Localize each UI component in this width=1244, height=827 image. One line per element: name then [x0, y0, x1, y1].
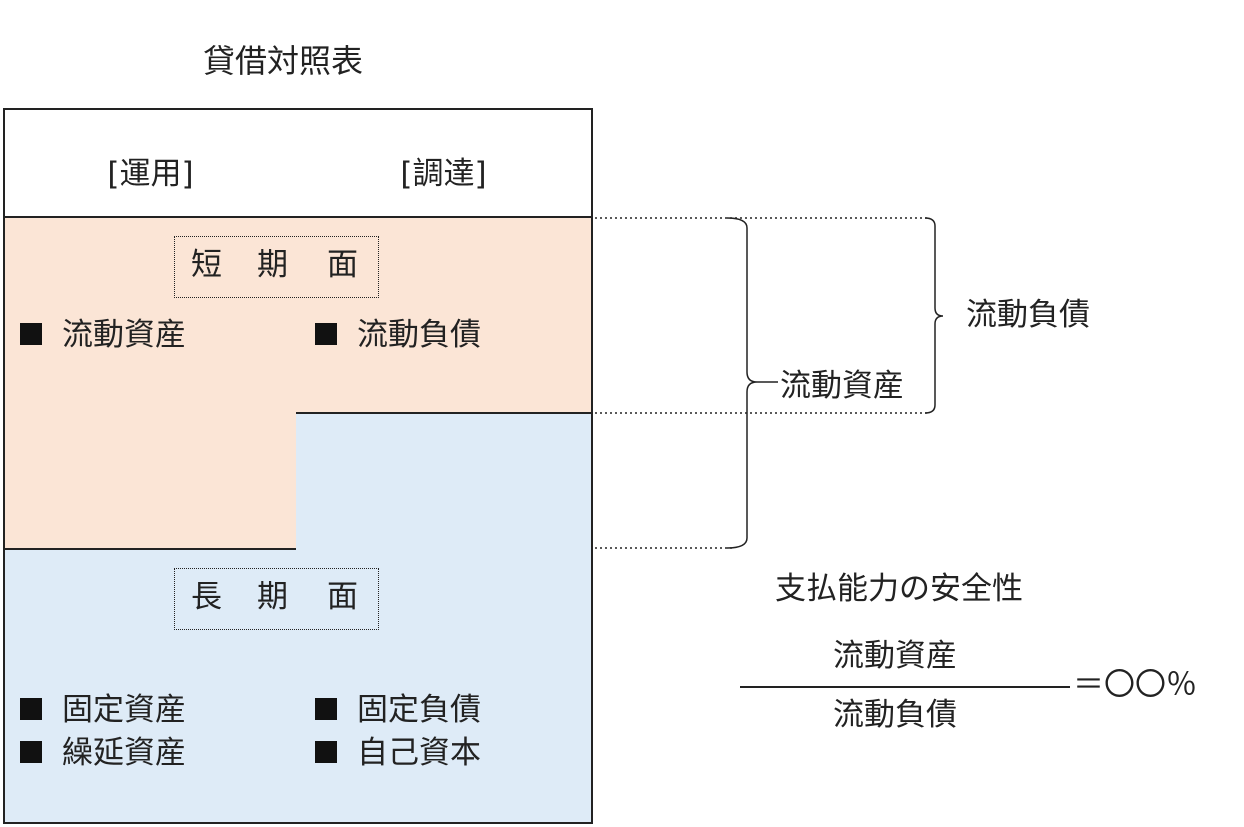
formula-heading: 支払能力の安全性: [775, 571, 1023, 607]
fraction-line: [740, 686, 1070, 688]
header-right-cell: [調達]: [296, 108, 593, 218]
list-item-current-assets: 流動資産: [20, 320, 186, 351]
short-term-char-1: 短: [191, 247, 222, 283]
current-liabilities-block: [296, 216, 593, 414]
header-left-cell: [運用]: [3, 108, 298, 218]
square-bullet-icon: [20, 697, 42, 720]
square-bullet-icon: [315, 740, 337, 763]
long-term-char-2: 期: [257, 579, 288, 615]
short-term-char-2: 期: [257, 247, 288, 283]
current-liabilities-brace: [924, 217, 944, 414]
list-item-current-liabilities: 流動負債: [315, 320, 481, 351]
list-item-fixed-assets: 固定資産: [20, 695, 186, 726]
brace-label-current-liabilities: 流動負債: [966, 297, 1090, 333]
long-term-char-1: 長: [191, 579, 222, 615]
long-term-char-3: 面: [327, 579, 358, 615]
brace-label-current-assets: 流動資産: [780, 368, 904, 404]
formula-denominator: 流動負債: [833, 697, 957, 733]
long-term-funding-block: [296, 412, 593, 824]
formula-result: ＝〇〇％: [1073, 667, 1197, 703]
list-item-fixed-liabilities: 固定負債: [315, 695, 481, 726]
formula-numerator: 流動資産: [833, 638, 957, 674]
current-assets-brace: [726, 217, 758, 549]
fixed-assets-block: [3, 548, 298, 824]
header-left-label: [運用]: [107, 156, 194, 192]
header-right-label: [調達]: [400, 156, 487, 192]
square-bullet-icon: [20, 322, 42, 345]
diagram-title: 貸借対照表: [203, 42, 364, 80]
square-bullet-icon: [315, 322, 337, 345]
list-item-deferred-assets: 繰延資産: [20, 738, 186, 769]
short-term-char-3: 面: [327, 247, 358, 283]
square-bullet-icon: [20, 740, 42, 763]
current-assets-block: [3, 216, 298, 550]
long-term-label-box: [174, 568, 379, 630]
square-bullet-icon: [315, 697, 337, 720]
short-term-label-box: [174, 236, 379, 298]
list-item-equity: 自己資本: [315, 738, 481, 769]
